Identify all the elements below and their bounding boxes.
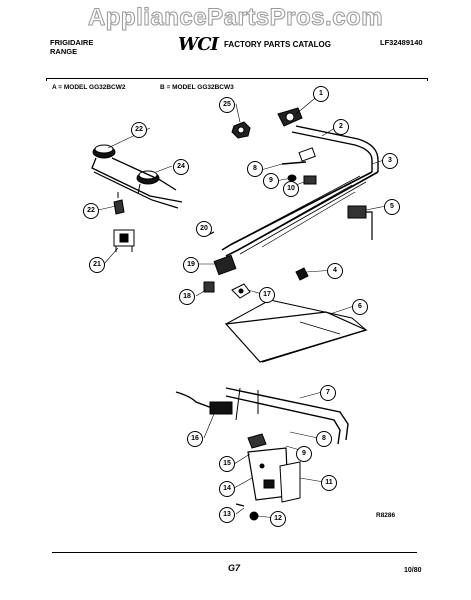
lower-manifold [225,387,349,445]
catalog-number: LF32489140 [380,38,423,47]
model-a-label: A = MODEL GG32BCW2 [52,84,126,91]
footer-rule [52,552,417,553]
thermostat-tube [175,391,233,415]
callout-7: 7 [320,385,336,401]
catalog-date: 10/80 [404,567,422,574]
callout-20: 20 [196,221,212,237]
callout-10: 10 [283,181,299,197]
manifold-assembly [221,107,379,257]
callout-18: 18 [179,289,195,305]
surface-burners [91,144,183,209]
callout-2: 2 [333,119,349,135]
callout-24: 24 [173,159,189,175]
callout-16: 16 [187,431,203,447]
heat-shield [224,299,368,363]
callout-25: 25 [219,97,235,113]
leader-lines [97,93,387,519]
callout-13: 13 [219,507,235,523]
header-rule [46,78,427,79]
callout-8-upper: 8 [247,161,263,177]
part-4 [295,267,309,281]
part-5-clip [347,205,373,240]
callout-22-upper: 22 [131,122,147,138]
callout-14: 14 [219,481,235,497]
product-type: RANGE [50,47,78,56]
callout-15: 15 [219,456,235,472]
ignition-module [235,433,301,521]
callout-4: 4 [327,263,343,279]
callout-22-lower: 22 [83,203,99,219]
callout-9-upper: 9 [263,173,279,189]
catalog-header: WCI FACTORY PARTS CATALOG [178,34,331,55]
callout-5: 5 [384,199,400,215]
callout-6: 6 [352,299,368,315]
wci-logo: WCI [178,34,219,55]
part-25-nut [231,121,251,139]
callout-3: 3 [382,153,398,169]
brand-name: FRIGIDAIRE [50,38,94,47]
callout-12: 12 [270,511,286,527]
valve-cluster [203,231,251,299]
frame-corner-right [427,78,428,81]
callout-1: 1 [313,86,329,102]
callout-21: 21 [89,257,105,273]
page-number: G7 [228,563,241,573]
diagram-ref-code: R8286 [376,512,396,519]
callout-11: 11 [321,475,337,491]
model-b-label: B = MODEL GG32BCW3 [160,84,234,91]
callout-9-lower: 9 [296,446,312,462]
callout-17: 17 [259,287,275,303]
catalog-title: FACTORY PARTS CATALOG [223,40,331,49]
frame-corner-left [46,78,47,81]
brand-block: FRIGIDAIRE RANGE [50,38,93,56]
spark-module [113,229,135,252]
callout-19: 19 [183,257,199,273]
callout-8-lower: 8 [316,431,332,447]
watermark: AppliancePartsPros.com [87,4,384,32]
ignitor-bracket [113,192,125,215]
